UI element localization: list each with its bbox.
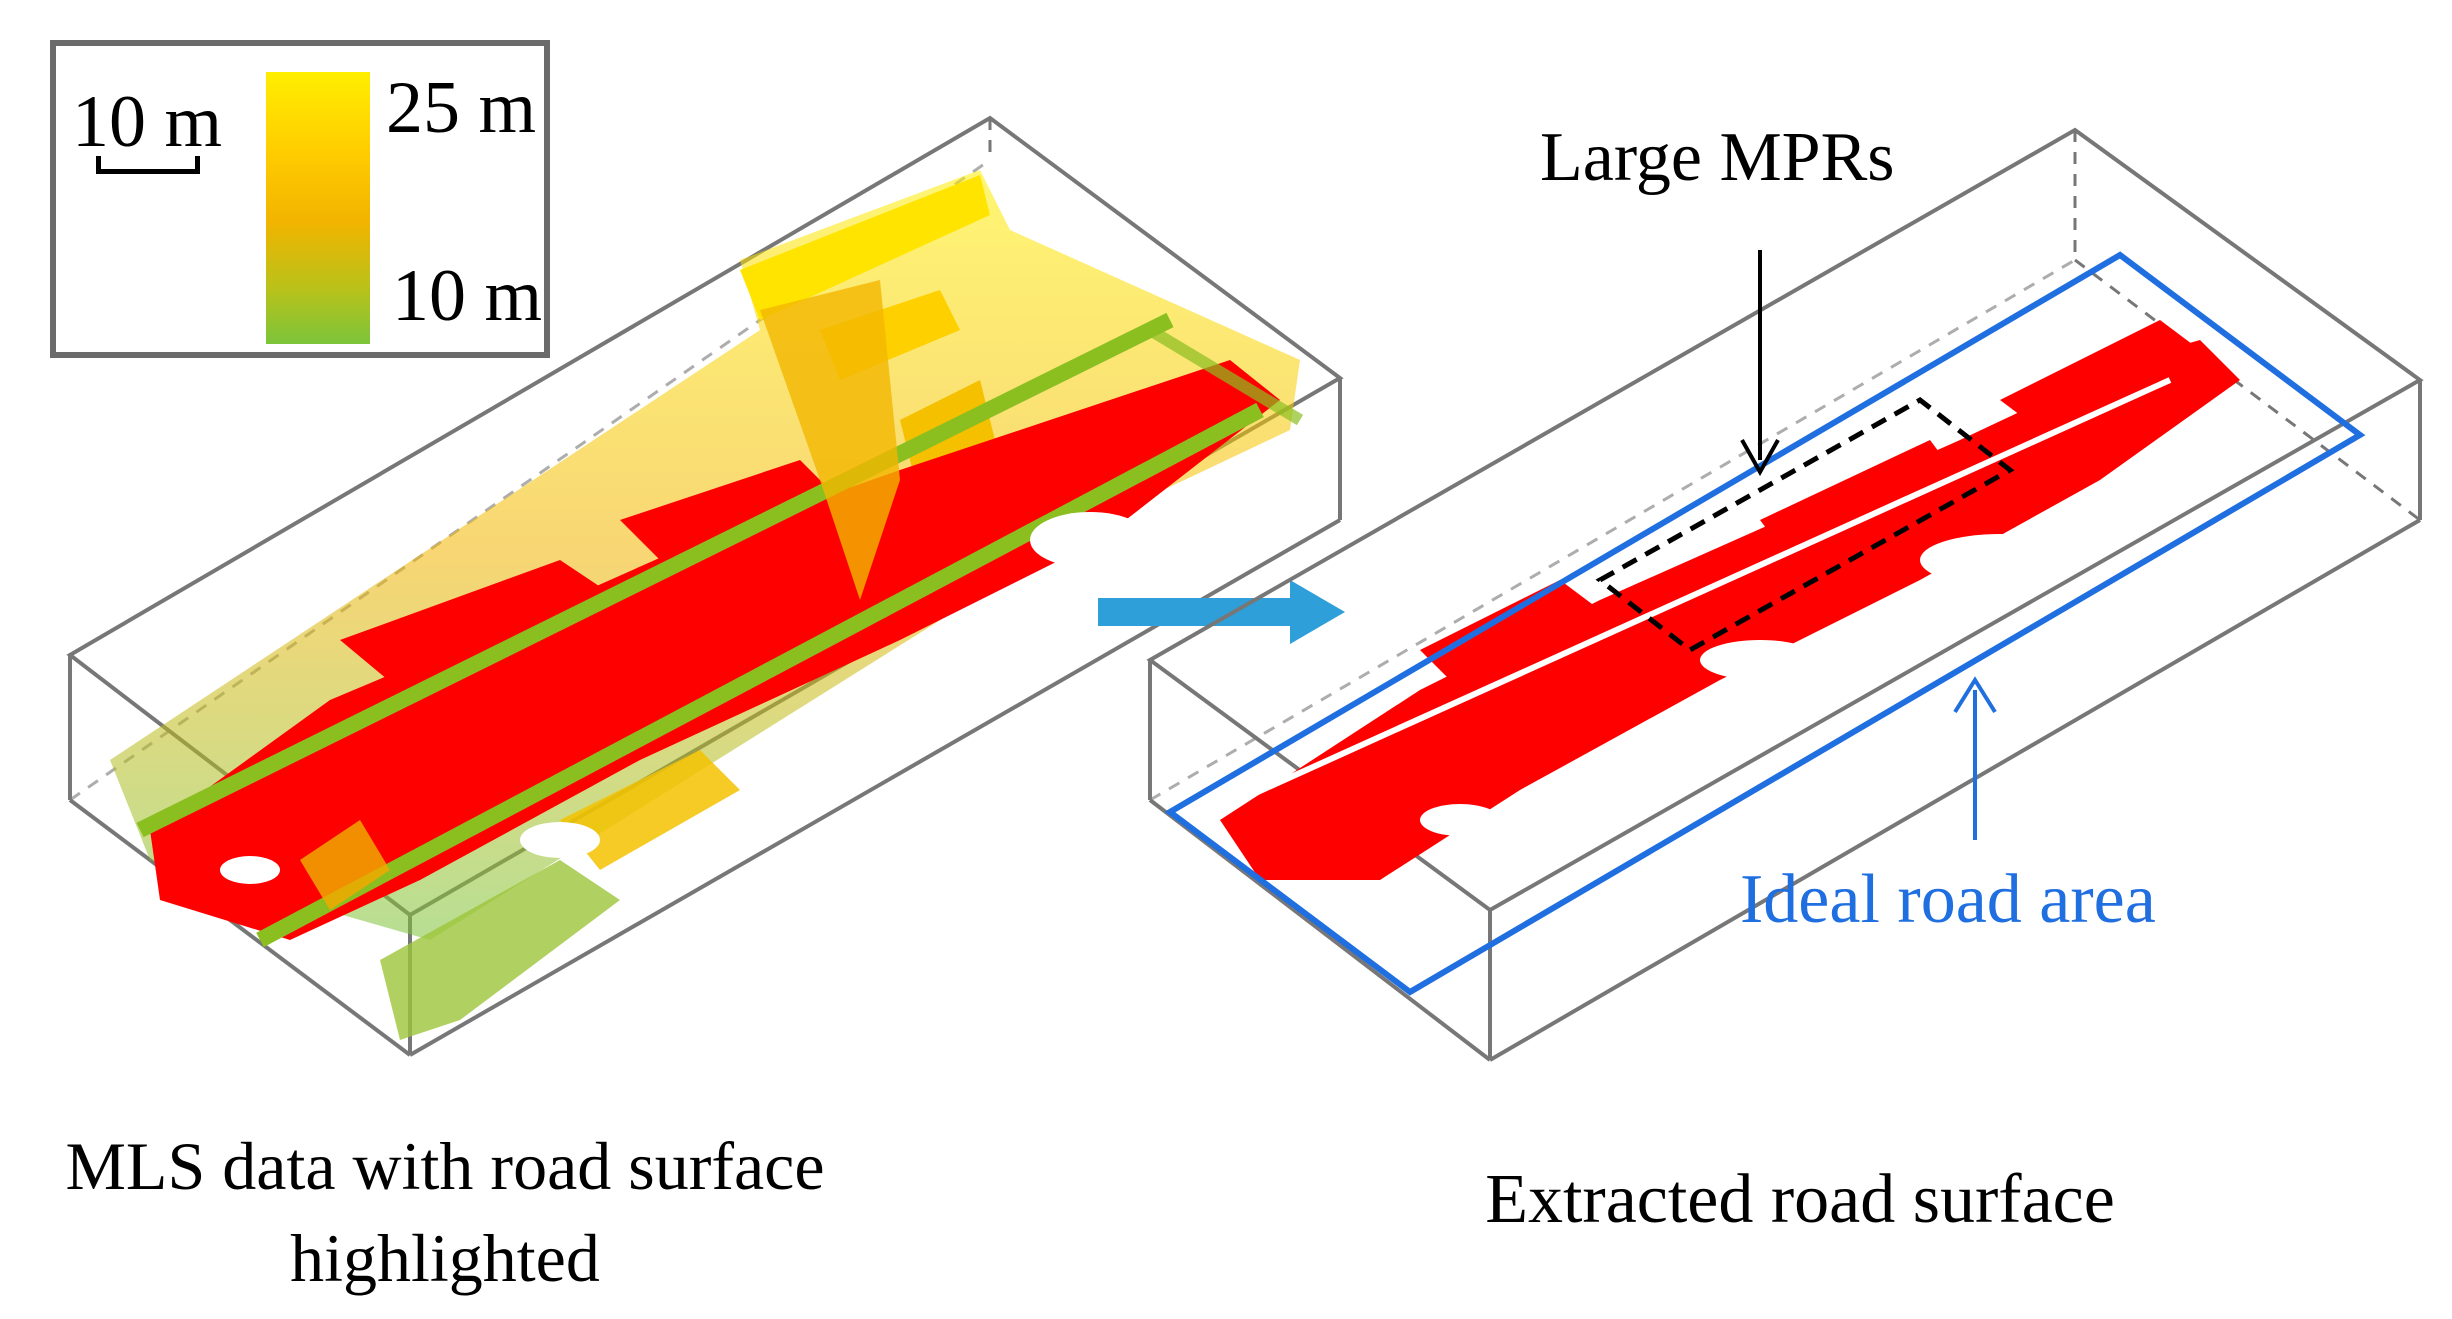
large-mprs-label: Large MPRs xyxy=(1540,119,1895,196)
flow-arrow xyxy=(1098,580,1345,644)
height-colorbar xyxy=(266,72,370,344)
legend: 10 m 25 m 10 m xyxy=(50,40,550,358)
right-caption: Extracted road surface xyxy=(1485,1161,2115,1238)
colorbar-min-label: 10 m xyxy=(392,255,543,337)
right-road-surface xyxy=(1220,340,2240,880)
left-point-cloud-box xyxy=(66,115,1344,1057)
left-caption: MLS data with road surface highlighted xyxy=(65,1128,825,1296)
large-mprs-region xyxy=(1595,397,2015,653)
colorbar-max-label: 25 m xyxy=(386,67,537,149)
right-extracted-box xyxy=(1146,127,2424,1062)
ideal-road-area-outline xyxy=(1164,251,2366,996)
left-road-surface xyxy=(150,360,1280,940)
scale-label: 10 m xyxy=(72,81,223,163)
scale-bar xyxy=(96,156,200,174)
ideal-road-area-label: Ideal road area xyxy=(1740,861,2156,938)
